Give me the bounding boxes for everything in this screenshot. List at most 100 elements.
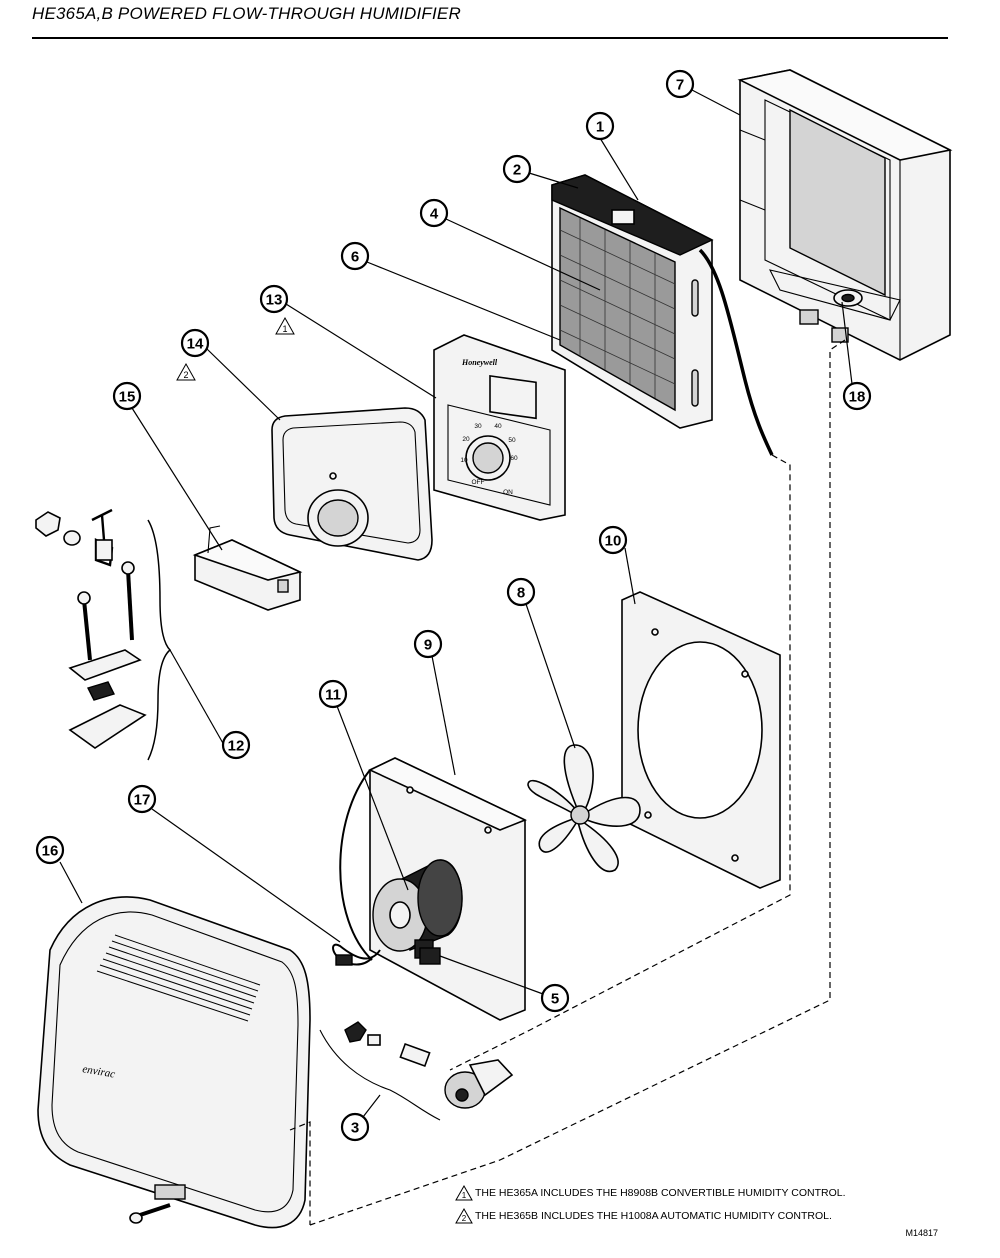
callout-number-1: 1 — [596, 119, 604, 136]
callout-circle-15 — [112, 381, 142, 411]
cabinet-housing — [737, 69, 953, 361]
power-cord — [332, 943, 381, 966]
callout-2: 2 — [502, 154, 532, 184]
callout-circle-4 — [419, 198, 449, 228]
callout-number-2: 2 — [513, 162, 521, 179]
switch — [419, 947, 441, 965]
callout-number-7: 7 — [676, 77, 684, 94]
assembly-guidelines — [289, 339, 846, 1226]
callout-9: 9 — [413, 629, 443, 659]
callout-circle-5 — [540, 983, 570, 1013]
callout-number-14: 14 — [187, 336, 204, 353]
callout-number-4: 4 — [430, 206, 439, 223]
callout-number-6: 6 — [351, 249, 359, 266]
callout-number-9: 9 — [424, 637, 432, 654]
callout-13: 13 — [259, 284, 289, 314]
transformer — [192, 525, 303, 611]
dial-tick-20: 20 — [462, 436, 470, 443]
note-marker-number-2: 2 — [183, 370, 188, 380]
callout-circle-18 — [842, 381, 872, 411]
callout-circle-9 — [413, 629, 443, 659]
cover-screw — [129, 1203, 171, 1224]
leader-lines — [59, 89, 853, 1118]
humidity-control-h1008a — [271, 407, 433, 561]
note-1: 1 THE HE365A INCLUDES THE H8908B CONVERTI… — [455, 1185, 846, 1201]
drawing-number: M14817 — [905, 1228, 938, 1238]
callout-17: 17 — [127, 784, 157, 814]
note-marker-layer: 12 — [176, 316, 295, 381]
saddle-valve-kit — [35, 508, 172, 761]
dial-tick-40: 40 — [494, 423, 502, 430]
dial-tick-10: 10 — [460, 457, 468, 464]
note-marker-triangle-icon — [176, 362, 196, 381]
callout-10: 10 — [598, 525, 628, 555]
callout-14: 14 — [180, 328, 210, 358]
callout-5: 5 — [540, 983, 570, 1013]
callout-circle-3 — [340, 1112, 370, 1142]
callout-circle-13 — [259, 284, 289, 314]
callout-circle-10 — [598, 525, 628, 555]
callout-11: 11 — [318, 679, 348, 709]
callout-number-13: 13 — [266, 292, 283, 309]
callout-18: 18 — [842, 381, 872, 411]
callout-number-16: 16 — [42, 843, 59, 860]
callout-circle-7 — [665, 69, 695, 99]
callout-circle-17 — [127, 784, 157, 814]
callout-number-5: 5 — [551, 991, 559, 1008]
callout-number-15: 15 — [119, 389, 136, 406]
callout-number-18: 18 — [849, 389, 866, 406]
callout-circle-12 — [221, 730, 251, 760]
callout-circle-2 — [502, 154, 532, 184]
note-1-triangle-icon: 1 — [455, 1185, 473, 1201]
title-rule — [32, 37, 948, 39]
note-2-text: THE HE365B INCLUDES THE H1008A AUTOMATIC… — [475, 1209, 832, 1222]
evaporator-pad-assembly — [551, 174, 774, 456]
callout-12: 12 — [221, 730, 251, 760]
note-2-marker-number: 2 — [462, 1214, 467, 1223]
dial-tick-60: 60 — [510, 455, 518, 462]
front-cover: envirac — [37, 896, 311, 1229]
callout-number-11: 11 — [325, 687, 341, 704]
callout-number-10: 10 — [605, 533, 622, 550]
solenoid-valve — [319, 1021, 514, 1121]
dial-tick-30: 30 — [474, 423, 482, 430]
callout-7: 7 — [665, 69, 695, 99]
dial-tick-50: 50 — [508, 437, 516, 444]
callout-circle-6 — [340, 241, 370, 271]
callout-number-3: 3 — [351, 1120, 359, 1137]
fan-blade — [527, 744, 641, 873]
honeywell-label: Honeywell — [461, 358, 498, 367]
note-marker-triangle-icon — [275, 316, 295, 335]
page-title: HE365A,B POWERED FLOW-THROUGH HUMIDIFIER — [32, 4, 461, 23]
callout-8: 8 — [506, 577, 536, 607]
callout-circle-1 — [585, 111, 615, 141]
callout-4: 4 — [419, 198, 449, 228]
callout-1: 1 — [585, 111, 615, 141]
callout-circle-8 — [506, 577, 536, 607]
fan-plate — [621, 591, 781, 889]
note-marker-2: 2 — [176, 362, 196, 381]
humidity-control-h8908b: Honeywell 10 20 30 40 50 60 OFF ON — [433, 334, 566, 521]
callout-3: 3 — [340, 1112, 370, 1142]
callout-number-8: 8 — [517, 585, 525, 602]
dial-tick-off: OFF — [472, 479, 485, 486]
callout-circle-11 — [318, 679, 348, 709]
fan-motor — [372, 859, 463, 959]
note-2-triangle-icon: 2 — [455, 1208, 473, 1224]
note-marker-number-1: 1 — [282, 324, 287, 334]
callout-6: 6 — [340, 241, 370, 271]
callout-16: 16 — [35, 835, 65, 865]
dial-tick-on: ON — [503, 489, 513, 496]
note-1-marker-number: 1 — [462, 1191, 467, 1200]
callout-15: 15 — [112, 381, 142, 411]
envirac-logo: envirac — [81, 1063, 116, 1081]
note-1-text: THE HE365A INCLUDES THE H8908B CONVERTIB… — [475, 1186, 846, 1199]
note-marker-1: 1 — [275, 316, 295, 335]
note-2: 2 THE HE365B INCLUDES THE H1008A AUTOMATI… — [455, 1208, 832, 1224]
callout-circle-16 — [35, 835, 65, 865]
callout-circle-14 — [180, 328, 210, 358]
callout-number-12: 12 — [228, 738, 245, 755]
callout-number-17: 17 — [134, 792, 151, 809]
